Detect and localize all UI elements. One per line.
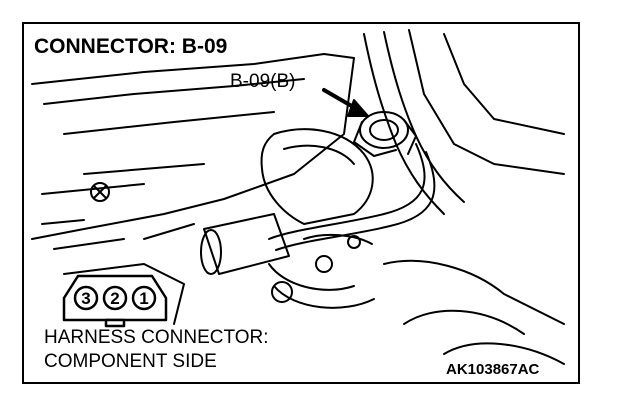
connector-title: CONNECTOR: B-09	[32, 35, 230, 58]
sensor-connector	[353, 111, 417, 157]
engine-illustration: 3 2 1	[31, 29, 565, 365]
connector-pins: 3 2 1	[73, 285, 157, 311]
pin-3: 3	[73, 285, 99, 311]
pin-1-label: 1	[139, 289, 148, 308]
throttle-body	[260, 128, 374, 225]
pin-2-label: 2	[110, 289, 119, 308]
figure-code: AK103867AC	[446, 361, 540, 378]
harness-label-line2: COMPONENT SIDE	[44, 351, 217, 372]
hose	[363, 33, 445, 215]
harness-label-line1: HARNESS CONNECTOR:	[44, 327, 269, 348]
wire-harness	[268, 143, 426, 240]
housing-outline	[31, 53, 355, 240]
actuator	[203, 213, 290, 275]
bolt	[90, 182, 110, 202]
diagram-frame: 3 2 1 CONNECTOR: B-09 B-09(B) HARNESS CO…	[22, 22, 580, 384]
callout-label: B-09(B)	[230, 71, 296, 92]
pin-3-label: 3	[81, 289, 90, 308]
pin-2: 2	[102, 285, 128, 311]
pin-1: 1	[131, 285, 157, 311]
